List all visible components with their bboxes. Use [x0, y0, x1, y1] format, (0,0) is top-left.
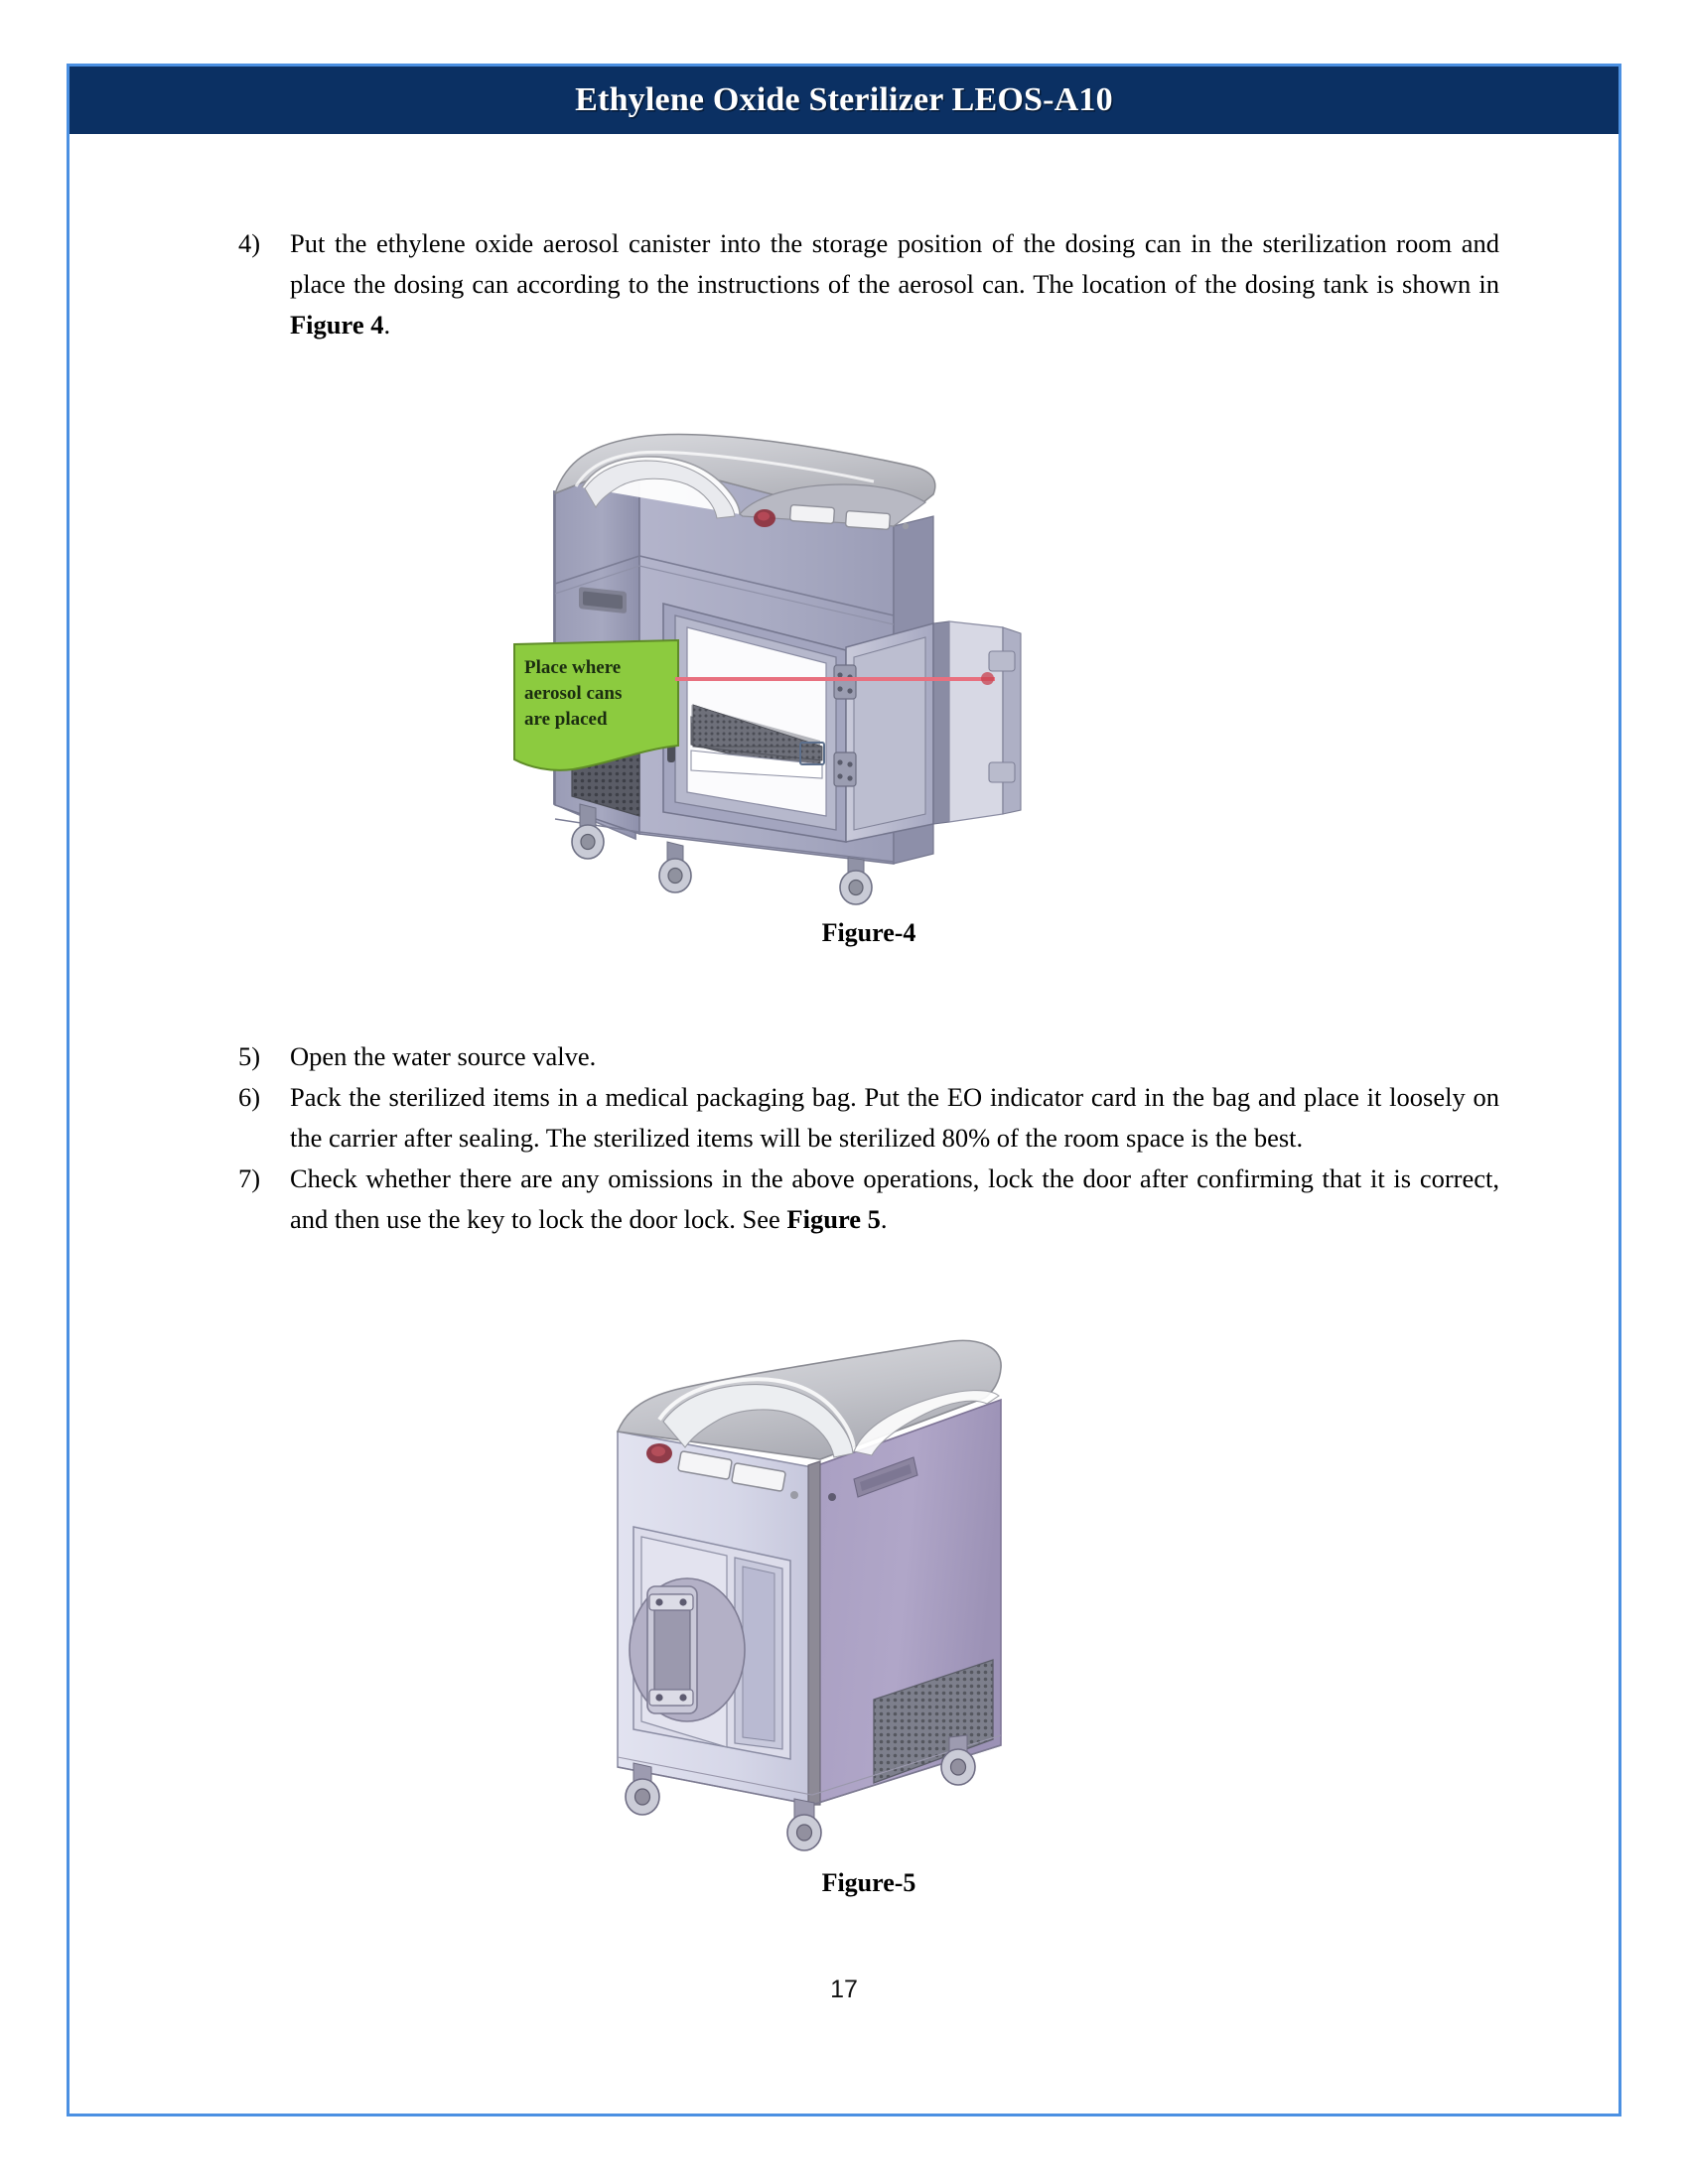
step-marker: 5) — [238, 1041, 261, 1071]
callout-line-2: aerosol cans — [524, 683, 623, 704]
page-number: 17 — [830, 1976, 858, 2003]
callout-label-text: Place where aerosol cans are placed — [524, 655, 678, 733]
step-marker: 6) — [238, 1082, 261, 1112]
list-item-step-7: 7) Check whether there are any omissions… — [238, 1159, 1499, 1240]
steps-block-bottom: 5) Open the water source valve. 6) Pack … — [238, 1036, 1499, 1240]
callout-line-1: Place where — [524, 657, 622, 678]
figure-5-caption: Figure-5 — [821, 1868, 916, 1897]
sterilizer-illustration-open-door — [553, 433, 1022, 905]
step-text-tail: . — [383, 310, 391, 340]
numbered-step-list-bottom: 5) Open the water source valve. 6) Pack … — [238, 1036, 1499, 1240]
list-item-step-4: 4) Put the ethylene oxide aerosol canist… — [238, 223, 1499, 345]
callout-shape-green — [511, 638, 682, 772]
step-text: Open the water source valve. — [290, 1041, 597, 1071]
step-text-lead: Put the ethylene oxide aerosol canister … — [290, 228, 1499, 299]
figure-4-caption: Figure-4 — [821, 918, 916, 947]
callout-leader-endpoint — [981, 672, 994, 685]
steps-block-top: 4) Put the ethylene oxide aerosol canist… — [238, 223, 1499, 345]
page-title: Ethylene Oxide Sterilizer LEOS-A10 — [575, 81, 1113, 118]
step-text-tail: . — [880, 1204, 888, 1234]
step-text: Pack the sterilized items in a medical p… — [290, 1082, 1499, 1153]
step-text-lead: Check whether there are any omissions in… — [290, 1163, 1499, 1234]
step-text-emphasis: Figure 4 — [290, 310, 384, 340]
step-text-emphasis: Figure 5 — [786, 1204, 881, 1234]
list-item-step-6: 6) Pack the sterilized items in a medica… — [238, 1077, 1499, 1159]
list-item-step-5: 5) Open the water source valve. — [238, 1036, 1499, 1077]
sterilizer-illustration-closed-door — [616, 1339, 1002, 1851]
step-marker: 7) — [238, 1163, 261, 1193]
callout-line-3: are placed — [524, 709, 608, 730]
numbered-step-list-top: 4) Put the ethylene oxide aerosol canist… — [238, 223, 1499, 345]
callout-leader-line — [675, 677, 995, 681]
page-header-band: Ethylene Oxide Sterilizer LEOS-A10 — [70, 67, 1618, 134]
step-text: Check whether there are any omissions in… — [290, 1159, 1499, 1240]
figure-4: Place where aerosol cans are placed Figu… — [238, 367, 1499, 947]
figure-5: Figure-5 — [238, 1300, 1499, 1916]
step-text: Put the ethylene oxide aerosol canister … — [290, 223, 1499, 345]
step-marker: 4) — [238, 228, 261, 258]
